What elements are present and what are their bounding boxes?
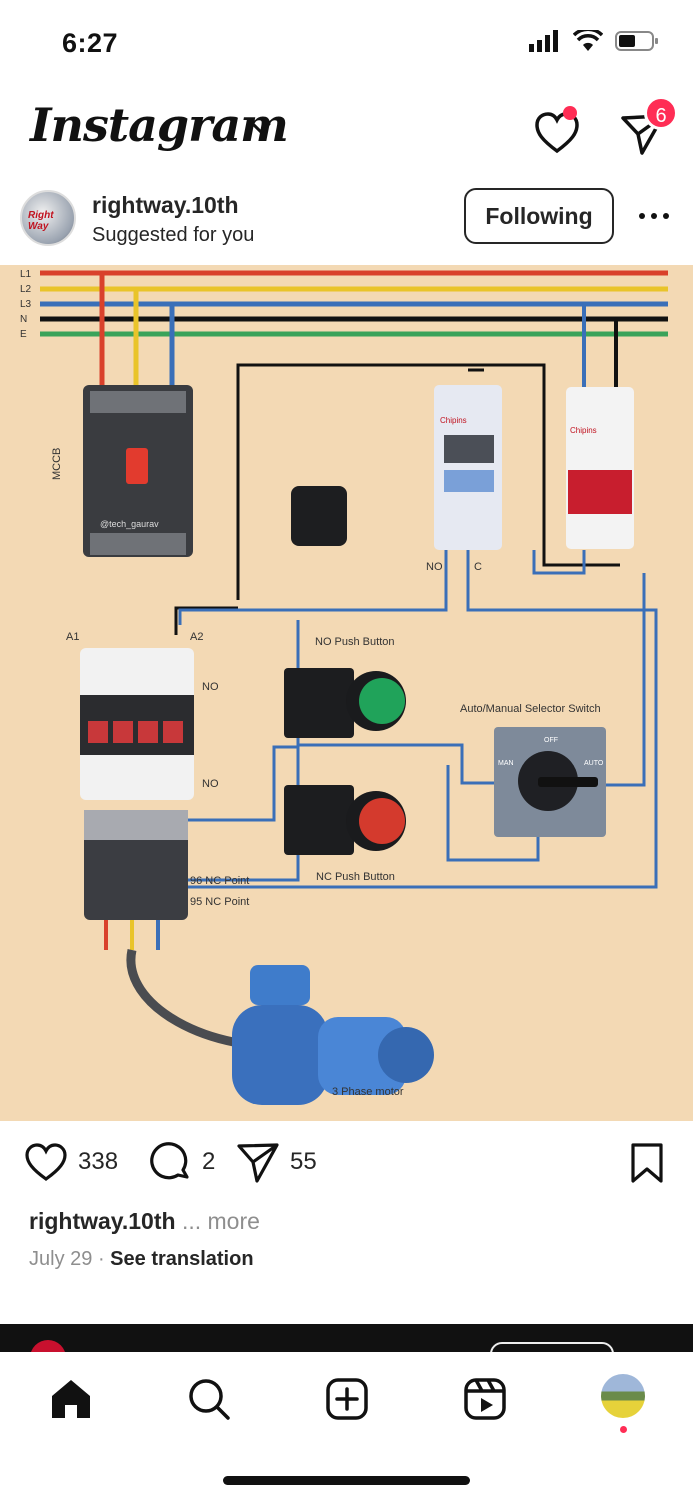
notification-dot <box>563 106 577 120</box>
no-push-button-label: NO Push Button <box>315 636 395 648</box>
mccb-label: MCCB <box>51 448 63 480</box>
line-label-l2: L2 <box>20 284 32 295</box>
nc-push-button-label: NC Push Button <box>316 871 395 883</box>
mccb-watermark: @tech_gaurav <box>100 519 159 529</box>
wifi-icon <box>573 30 603 51</box>
app-header: Instagram <box>0 92 693 172</box>
dm-count-badge: 6 <box>644 96 678 130</box>
wiring-diagram: L1 L2 L3 N E MCCB @tech_gaurav <box>20 269 668 1105</box>
timer-brand: Chipins <box>440 416 467 425</box>
post-meta: July 29 · See translation <box>29 1248 254 1271</box>
like-group: 338 <box>24 1140 118 1184</box>
following-button[interactable]: Following <box>464 188 614 244</box>
post-image[interactable]: L1 L2 L3 N E MCCB @tech_gaurav <box>0 265 693 1121</box>
see-translation-link[interactable]: See translation <box>110 1248 254 1270</box>
status-icons <box>529 30 659 52</box>
share-icon[interactable] <box>236 1140 280 1184</box>
create-post-icon[interactable] <box>322 1374 372 1424</box>
comment-count[interactable]: 2 <box>202 1148 216 1175</box>
selector-off: OFF <box>544 737 558 744</box>
more-options-icon[interactable] <box>636 196 672 236</box>
next-post-avatar <box>30 1340 66 1354</box>
line-label-e: E <box>20 329 27 340</box>
motor-label: 3 Phase motor <box>332 1086 404 1098</box>
line-label-l3: L3 <box>20 299 32 310</box>
status-bar: 6:27 <box>0 0 693 88</box>
caption-more[interactable]: ... more <box>181 1208 260 1234</box>
selector-man: MAN <box>498 760 514 767</box>
chevron-down-icon[interactable] <box>250 120 272 136</box>
like-count[interactable]: 338 <box>78 1148 119 1175</box>
search-icon[interactable] <box>184 1374 234 1424</box>
a1-label: A1 <box>66 631 79 643</box>
contactor-no-bottom: NO <box>202 778 219 790</box>
caption[interactable]: rightway.10th ... more <box>29 1208 260 1235</box>
signal-icon <box>529 30 558 52</box>
home-indicator[interactable] <box>223 1476 470 1485</box>
post-header: Right Way rightway.10th Suggested for yo… <box>0 182 693 262</box>
avatar-logo-text: Right Way <box>28 210 54 232</box>
caption-username[interactable]: rightway.10th <box>29 1208 176 1234</box>
battery-icon <box>615 31 658 51</box>
meta-separator: · <box>97 1248 105 1270</box>
selector-switch-label: Auto/Manual Selector Switch <box>460 703 601 715</box>
timer-c-label: C <box>474 561 482 573</box>
contactor-no-top: NO <box>202 681 219 693</box>
nc-point-96: 96 NC Point <box>190 875 249 887</box>
line-label-l1: L1 <box>20 269 32 280</box>
comment-group: 2 <box>148 1140 215 1184</box>
a2-label: A2 <box>190 631 203 643</box>
share-group: 55 <box>236 1140 317 1184</box>
profile-avatar[interactable] <box>601 1374 645 1418</box>
nc-point-95: 95 NC Point <box>190 896 249 908</box>
post-actions: 338 2 55 <box>0 1140 693 1190</box>
next-post-peek[interactable] <box>0 1324 693 1354</box>
like-heart-icon[interactable] <box>24 1140 68 1184</box>
selector-auto: AUTO <box>584 760 604 767</box>
status-time: 6:27 <box>62 28 119 58</box>
home-icon[interactable] <box>46 1374 96 1424</box>
bookmark-icon[interactable] <box>628 1142 666 1184</box>
reels-icon[interactable] <box>460 1374 510 1424</box>
comment-icon[interactable] <box>148 1140 192 1184</box>
bottom-nav <box>0 1352 693 1500</box>
mcb-brand: Chipins <box>570 426 597 435</box>
post-date: July 29 <box>29 1248 93 1270</box>
share-count[interactable]: 55 <box>290 1148 317 1175</box>
avatar[interactable]: Right Way <box>20 190 76 246</box>
notifications-heart-icon[interactable] <box>532 108 582 158</box>
instagram-logo[interactable]: Instagram <box>30 98 289 152</box>
post-username[interactable]: rightway.10th <box>92 192 239 218</box>
profile-notification-dot <box>620 1426 627 1433</box>
timer-no-label: NO <box>426 561 443 573</box>
suggested-label: Suggested for you <box>92 224 255 246</box>
line-label-n: N <box>20 314 27 325</box>
